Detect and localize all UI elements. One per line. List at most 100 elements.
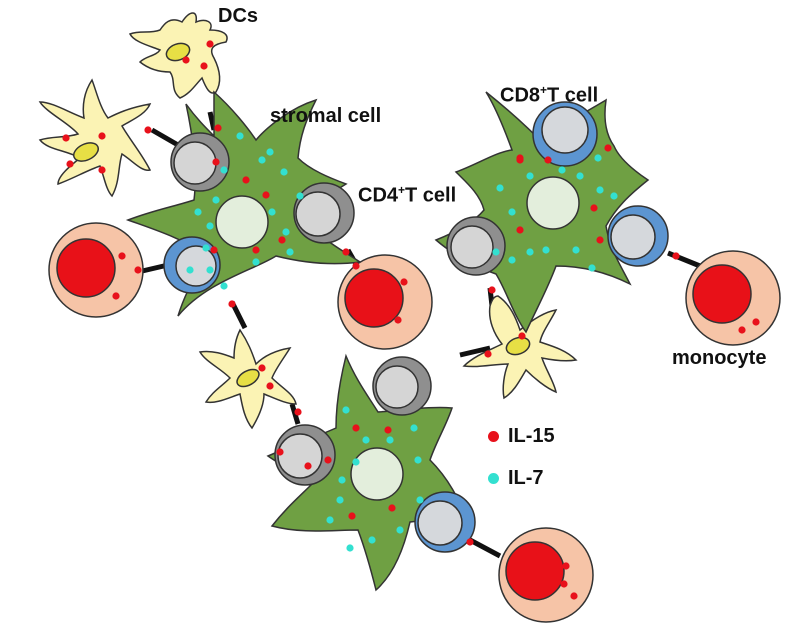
il15-dot: [352, 262, 360, 270]
il15-dot: [590, 204, 598, 212]
il7-dot: [588, 264, 596, 272]
legend-il15-swatch: [488, 431, 499, 442]
il15-dot: [518, 332, 526, 340]
il15-dot: [210, 246, 218, 254]
il15-dot: [66, 160, 74, 168]
il15-dot: [516, 226, 524, 234]
il7-dot: [206, 222, 214, 230]
monocyte-4: [498, 527, 594, 623]
cd8-t-cell-1: [163, 236, 221, 294]
il7-dot: [508, 208, 516, 216]
il15-dot: [342, 248, 350, 256]
label-cd4-t-cell: CD4+T cell: [358, 178, 456, 208]
dc-nucleus: [505, 336, 531, 356]
il7-dot: [266, 148, 274, 156]
il15-dot: [352, 424, 360, 432]
il15-dot: [324, 456, 332, 464]
stromal-cell-1: [125, 90, 363, 317]
dc-nucleus: [72, 142, 100, 162]
legend-il7-swatch: [488, 473, 499, 484]
cytokine-dots: [62, 40, 760, 600]
il7-dot: [252, 258, 260, 266]
il15-dot: [62, 134, 70, 142]
il7-dot: [206, 266, 214, 274]
il15-dot: [242, 176, 250, 184]
il15-dot: [112, 292, 120, 300]
il15-dot: [98, 166, 106, 174]
il15-dot: [466, 538, 474, 546]
il7-dot: [572, 246, 580, 254]
il7-dot: [396, 526, 404, 534]
cd4-sup: +: [398, 183, 406, 197]
il15-dot: [182, 56, 190, 64]
label-stromal-cell: stromal cell: [270, 105, 382, 127]
il7-dot: [220, 282, 228, 290]
il7-dot: [282, 228, 290, 236]
il15-dot: [570, 592, 578, 600]
il7-dot: [526, 248, 534, 256]
il15-dot: [604, 144, 612, 152]
cd8-sup: +: [540, 83, 548, 97]
il15-dot: [144, 126, 152, 134]
il7-dot: [368, 536, 376, 544]
connector-line: [289, 403, 301, 425]
il15-dot: [304, 462, 312, 470]
il7-dot: [596, 186, 604, 194]
il7-dot: [508, 256, 516, 264]
il7-dot: [268, 208, 276, 216]
cd8-suffix: T cell: [547, 84, 599, 107]
il7-dot: [386, 436, 394, 444]
il15-dot: [562, 562, 570, 570]
il15-dot: [738, 276, 746, 284]
il7-dot: [336, 496, 344, 504]
il7-dot: [576, 172, 584, 180]
cd4-t-cell-2: [293, 182, 355, 244]
il7-dot: [346, 544, 354, 552]
il15-dot: [98, 132, 106, 140]
label-dcs: DCs: [218, 5, 259, 27]
il15-dot: [214, 124, 222, 132]
dendritic-cell-2: [38, 78, 152, 198]
connector-line: [459, 345, 491, 358]
il15-dot: [258, 364, 266, 372]
il15-dot: [516, 156, 524, 164]
label-monocyte: monocyte: [672, 347, 767, 369]
il7-dot: [194, 208, 202, 216]
stromal-nucleus: [526, 176, 580, 230]
il15-dot: [134, 266, 142, 274]
il15-dot: [252, 246, 260, 254]
il7-dot: [492, 248, 500, 256]
il7-dot: [280, 168, 288, 176]
il7-dot: [286, 248, 294, 256]
il7-dot: [220, 166, 228, 174]
il15-dot: [544, 156, 552, 164]
il15-dot: [560, 580, 568, 588]
il15-dot: [212, 158, 220, 166]
il15-dot: [276, 448, 284, 456]
il7-dot: [542, 246, 550, 254]
il15-dot: [596, 236, 604, 244]
stromal-cell-2: [434, 91, 650, 334]
il15-dot: [266, 382, 274, 390]
monocyte-2: [337, 254, 433, 350]
legend-il15-label: IL-15: [508, 425, 555, 447]
il7-dot: [236, 132, 244, 140]
connector-line: [468, 537, 502, 559]
monocyte-3: [685, 250, 781, 346]
il7-dot: [186, 266, 194, 274]
stromal-cell-3: [266, 353, 468, 592]
il15-dot: [278, 236, 286, 244]
il7-dot: [414, 456, 422, 464]
il15-dot: [388, 504, 396, 512]
cd8-t-cell-4: [414, 491, 476, 553]
il7-dot: [352, 458, 360, 466]
monocyte-1: [48, 222, 144, 318]
il15-dot: [672, 252, 680, 260]
cd4-t-cell-3: [446, 216, 506, 276]
il7-dot: [258, 156, 266, 164]
stromal-nucleus: [350, 447, 404, 501]
dendritic-cell-4: [462, 295, 578, 400]
il7-dot: [594, 154, 602, 162]
cd4-prefix: CD4: [358, 184, 399, 207]
il15-dot: [394, 316, 402, 324]
